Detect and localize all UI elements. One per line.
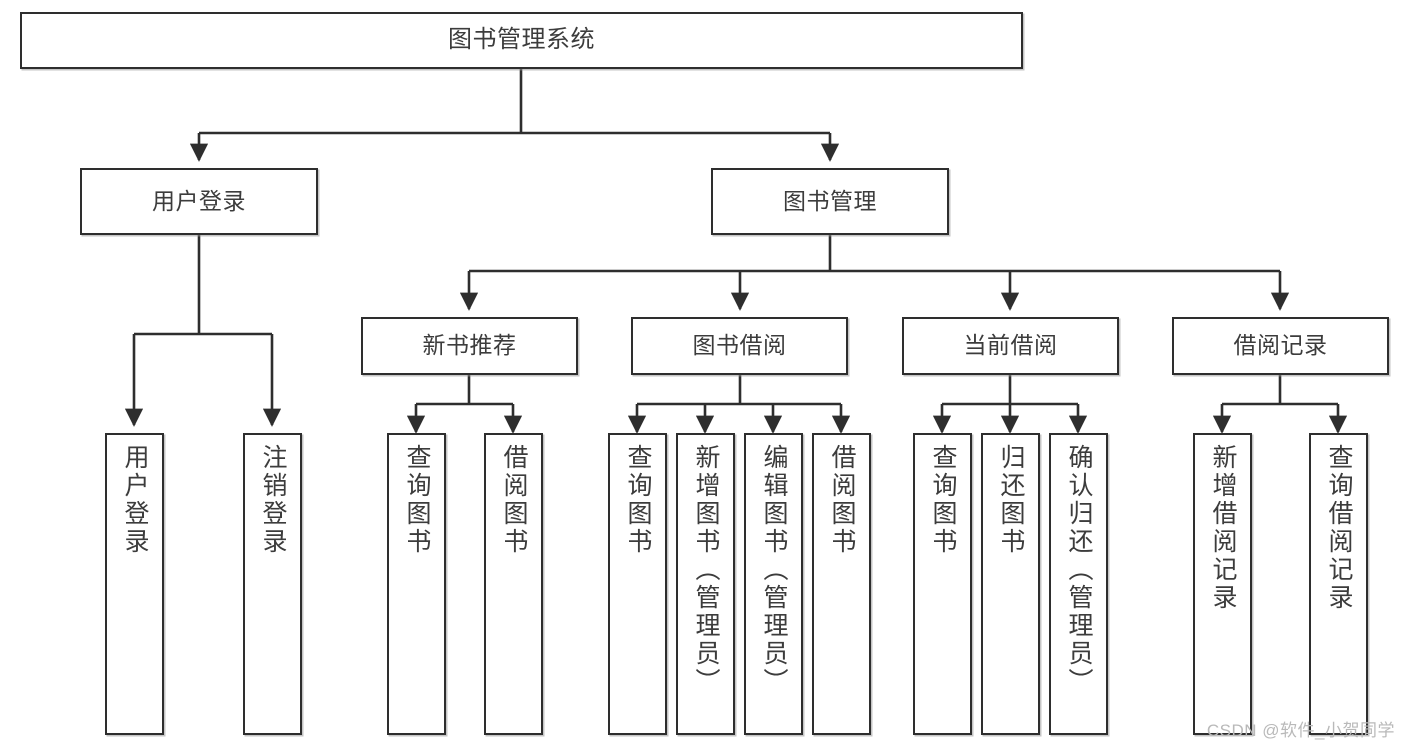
node-leaf-add-book[interactable]: 新增图书（管理员）	[676, 433, 735, 735]
node-leaf-query-book-borrow[interactable]: 查询图书	[608, 433, 667, 735]
node-book-manage[interactable]: 图书管理	[711, 168, 949, 235]
node-label: 图书管理	[783, 187, 877, 214]
node-label: 用户登录	[152, 187, 246, 214]
node-label: 确认归还（管理员）	[1065, 444, 1093, 696]
node-label: 注销登录	[259, 444, 287, 556]
node-leaf-query-book-current[interactable]: 查询图书	[913, 433, 972, 735]
node-label: 编辑图书（管理员）	[760, 444, 788, 696]
node-label: 新增图书（管理员）	[692, 444, 720, 696]
node-label: 借阅图书	[828, 444, 856, 556]
watermark-text: CSDN @软件_小贺同学	[1206, 721, 1395, 740]
node-label: 查询图书	[929, 444, 957, 556]
node-book-borrow[interactable]: 图书借阅	[631, 317, 848, 375]
node-borrow-record[interactable]: 借阅记录	[1172, 317, 1389, 375]
node-label: 归还图书	[997, 444, 1025, 556]
node-label: 查询图书	[403, 444, 431, 556]
node-leaf-query-book-recommend[interactable]: 查询图书	[387, 433, 446, 735]
node-leaf-return-book[interactable]: 归还图书	[981, 433, 1040, 735]
node-current-borrow[interactable]: 当前借阅	[902, 317, 1119, 375]
node-label: 借阅图书	[500, 444, 528, 556]
node-new-book-recommend[interactable]: 新书推荐	[361, 317, 578, 375]
node-label: 查询图书	[624, 444, 652, 556]
node-label: 用户登录	[121, 444, 149, 556]
node-root-system[interactable]: 图书管理系统	[20, 12, 1023, 69]
node-leaf-logout[interactable]: 注销登录	[243, 433, 302, 735]
node-user-login[interactable]: 用户登录	[80, 168, 318, 235]
node-label: 查询借阅记录	[1325, 444, 1353, 612]
node-label: 新书推荐	[422, 332, 517, 359]
node-label: 图书管理系统	[448, 26, 595, 54]
node-leaf-query-record[interactable]: 查询借阅记录	[1309, 433, 1368, 735]
node-leaf-user-login[interactable]: 用户登录	[105, 433, 164, 735]
node-label: 新增借阅记录	[1209, 444, 1237, 612]
node-label: 当前借阅	[963, 332, 1058, 359]
node-label: 借阅记录	[1233, 332, 1328, 359]
node-leaf-edit-book[interactable]: 编辑图书（管理员）	[744, 433, 803, 735]
node-leaf-borrow-book-recommend[interactable]: 借阅图书	[484, 433, 543, 735]
node-leaf-borrow-book[interactable]: 借阅图书	[812, 433, 871, 735]
node-leaf-confirm-return[interactable]: 确认归还（管理员）	[1049, 433, 1108, 735]
node-label: 图书借阅	[692, 332, 787, 359]
node-leaf-add-record[interactable]: 新增借阅记录	[1193, 433, 1252, 735]
